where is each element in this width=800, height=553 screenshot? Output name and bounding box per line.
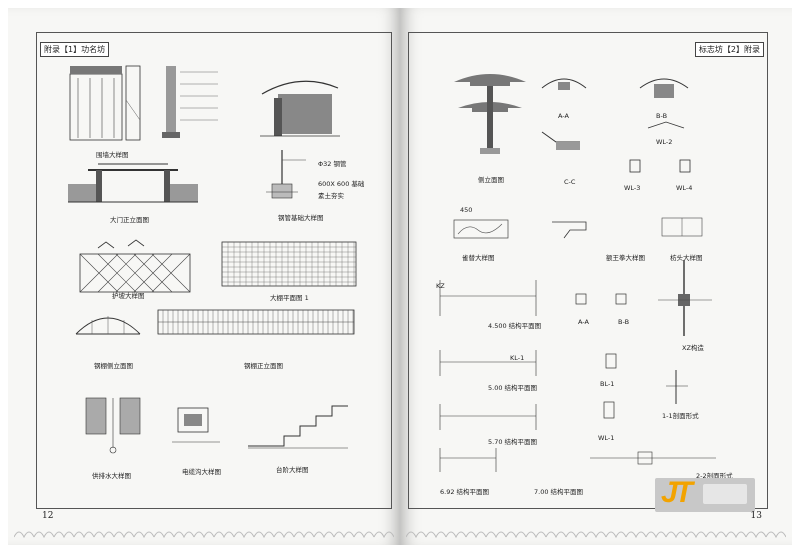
section-bb-drawing [639, 78, 689, 98]
wall-section-drawing [162, 66, 218, 138]
page-bottom-ornament [14, 531, 394, 539]
logo-wordmark [703, 484, 747, 504]
roof-section-drawing [260, 80, 340, 137]
caption-wl2: WL-2 [656, 138, 673, 146]
wl2-drawing [647, 121, 685, 129]
book-spread: 附录【1】功名坊 围墙大样图 [8, 8, 792, 545]
caption-aa2: A-A [578, 318, 589, 326]
caption-bb2: B-B [618, 318, 630, 326]
caption-side-elevation: 侧立面图 [478, 176, 504, 184]
page-header: 标志坊【2】附录 [694, 42, 764, 57]
page-frame [408, 32, 768, 509]
caption-plan-5700: 5.70 结构平面图 [488, 438, 538, 446]
caption-pipe-foundation: 钢管基础大样图 [278, 214, 324, 222]
paving-plan-drawing [221, 241, 357, 287]
page-number-left: 12 [42, 511, 54, 521]
bracket-drawing [453, 219, 509, 239]
caption-greenhouse-front: 钢棚正立面图 [244, 362, 283, 370]
caption-greenhouse-side: 钢棚侧立面图 [94, 362, 133, 370]
section-cc-drawing [541, 131, 580, 150]
label-pipe: Φ32 钢管 [318, 160, 347, 168]
pipe-foundation-drawing [266, 150, 306, 199]
caption-slope-detail: 护坡大样图 [112, 292, 145, 300]
publisher-logo: JT [655, 476, 755, 512]
caption-steps-detail: 台阶大样图 [276, 466, 309, 474]
slope-detail-drawing [79, 239, 191, 293]
right-page: 标志坊【2】附录 侧立面图 A-A B-B C-C WL-2 [400, 8, 792, 545]
section-11-drawing [666, 370, 688, 404]
page-number-right: 13 [750, 511, 762, 521]
label-soil: 素土夯实 [318, 192, 344, 200]
caption-wl1: WL-1 [598, 434, 615, 442]
section-aa-drawing [541, 78, 587, 90]
steps-detail-drawing [248, 405, 348, 449]
label-kz: KZ [436, 282, 445, 290]
wl1-drawing [603, 401, 615, 419]
section-22-drawing [590, 451, 716, 465]
wall-detail-drawing [69, 65, 141, 141]
label-kl1: KL-1 [510, 354, 525, 362]
caption-plan-6920: 6.92 结构平面图 [440, 488, 490, 496]
xz-drawing [658, 260, 712, 336]
caption-bl1: BL-1 [600, 380, 615, 388]
caption-drain-detail: 供排水大样图 [92, 472, 131, 480]
greenhouse-side-drawing [75, 316, 141, 335]
caption-cable-trench: 电缆沟大样图 [182, 468, 221, 476]
gate-elevation-drawing [68, 163, 198, 203]
caption-rafter: 枋头大样图 [670, 254, 703, 262]
page-bottom-ornament [406, 531, 786, 539]
bl1-drawing [605, 353, 617, 369]
caption-section-22: 2-2剖面形式 [696, 472, 733, 480]
caption-plan-5000: 5.00 结构平面图 [488, 384, 538, 392]
caption-xz: XZ构造 [682, 344, 704, 352]
caption-wall-detail: 围墙大样图 [96, 151, 129, 159]
caption-section-cc: C-C [564, 178, 576, 186]
left-page: 附录【1】功名坊 围墙大样图 [8, 8, 400, 545]
caption-section-aa: A-A [558, 112, 569, 120]
side-elevation-drawing [454, 74, 526, 154]
greenhouse-front-drawing [157, 309, 355, 335]
drain-detail-drawing [85, 397, 141, 454]
aa-bb-sections-drawing [575, 293, 627, 305]
caption-wl3: WL-3 [624, 184, 641, 192]
caption-wl4: WL-4 [676, 184, 693, 192]
caption-plan-4500: 4.500 结构平面图 [488, 322, 542, 330]
structural-plans-drawing [439, 280, 537, 472]
caption-paving-plan: 大棚平面图 1 [270, 294, 309, 302]
beam-drawing [552, 221, 587, 239]
logo-mark: JT [661, 476, 693, 509]
caption-gate-elevation: 大门正立面图 [110, 216, 149, 224]
caption-plan-7000: 7.00 结构平面图 [534, 488, 584, 496]
caption-beam: 额王拳大样图 [606, 254, 645, 262]
caption-bracket: 雀替大样图 [462, 254, 495, 262]
caption-section-bb: B-B [656, 112, 668, 120]
label-450: 450 [460, 206, 473, 214]
page-frame [36, 32, 392, 509]
cable-trench-drawing [172, 407, 220, 443]
label-base: 600X 600 基础 [318, 180, 365, 188]
page-header: 附录【1】功名坊 [40, 42, 110, 57]
caption-section-11: 1-1剖面形式 [662, 412, 699, 420]
wl34-drawing [629, 159, 691, 173]
rafter-drawing [661, 217, 703, 237]
